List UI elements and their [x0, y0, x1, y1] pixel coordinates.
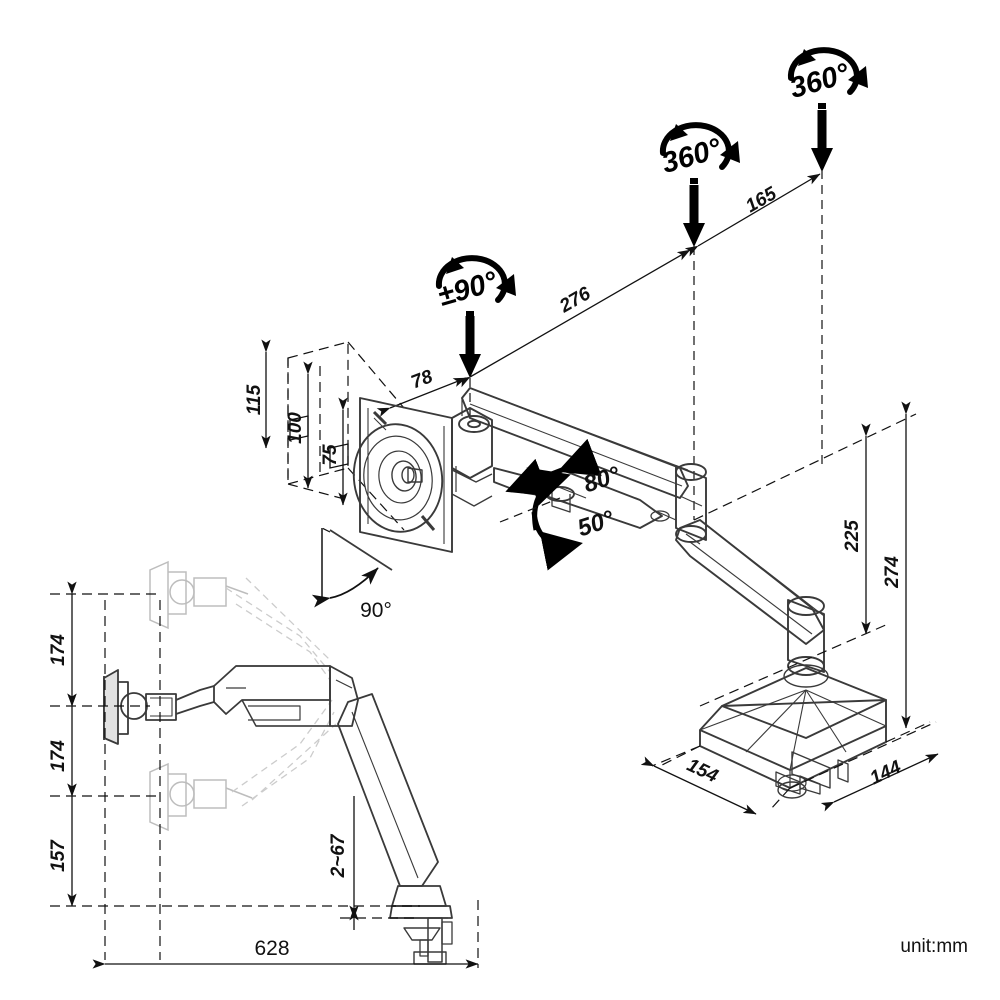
side-view-ghost-lower [149, 762, 253, 832]
dim-value-165: 165 [742, 183, 780, 217]
dim-line-276 [456, 249, 691, 388]
dim-value-174-top: 174 [48, 634, 69, 666]
dim-value-144: 144 [867, 757, 905, 790]
side-view-main [103, 665, 453, 965]
dim-value-225: 225 [842, 520, 863, 553]
travel-dimension-group: 174 174 157 [48, 581, 420, 960]
dim-line-165 [684, 173, 821, 257]
clamp-range-dimension: 2~67 [328, 796, 420, 930]
forearm [461, 387, 689, 499]
vesa-dimension-group: 115 100 75 [244, 339, 405, 531]
rotation-arc-90 [311, 567, 379, 608]
dim-value-100: 100 [285, 412, 306, 444]
post [783, 596, 829, 688]
dim-value-157: 157 [48, 839, 69, 872]
max-reach-dimension: 628 [92, 900, 479, 969]
rotation-callout-vesa: ±90° [434, 257, 516, 378]
tilt-down-arc [531, 511, 583, 571]
axis-dash-leaders [469, 170, 823, 520]
dim-value-628: 628 [254, 937, 289, 960]
dim-line-78 [376, 377, 467, 417]
tilt-up-arc [526, 467, 571, 531]
dim-value-276: 276 [555, 283, 594, 318]
dim-value-115: 115 [244, 384, 265, 415]
product-iso-view [352, 387, 887, 799]
vesa-plate [359, 397, 453, 553]
plate-hub [352, 423, 444, 533]
upper-arm [675, 519, 825, 645]
dim-value-75: 75 [320, 444, 341, 466]
dim-line-144 [820, 753, 939, 812]
dim-value-274: 274 [882, 556, 903, 589]
angle-value-50: 50° [574, 505, 617, 542]
angle-value-90: 90° [360, 599, 392, 622]
rotation-callout-post: 360° [786, 49, 868, 172]
unit-note: unit:mm [900, 936, 968, 957]
base [699, 667, 887, 789]
dim-value-2-67: 2~67 [328, 833, 349, 878]
angle-value-80: 80° [580, 461, 623, 498]
tilt-knuckle [451, 407, 493, 507]
elbow-joint [650, 463, 707, 543]
screen-rotation-callout: 90° [311, 527, 393, 622]
side-view-ghost-upper [149, 560, 249, 630]
dim-value-174-bottom: 174 [48, 740, 69, 772]
travel-extension-lines [50, 593, 420, 960]
dim-value-78: 78 [408, 366, 436, 393]
dim-line-154 [640, 756, 757, 815]
side-view-ghost-lower-arm [231, 699, 337, 807]
side-view-ghost-upper-arm [225, 577, 331, 681]
